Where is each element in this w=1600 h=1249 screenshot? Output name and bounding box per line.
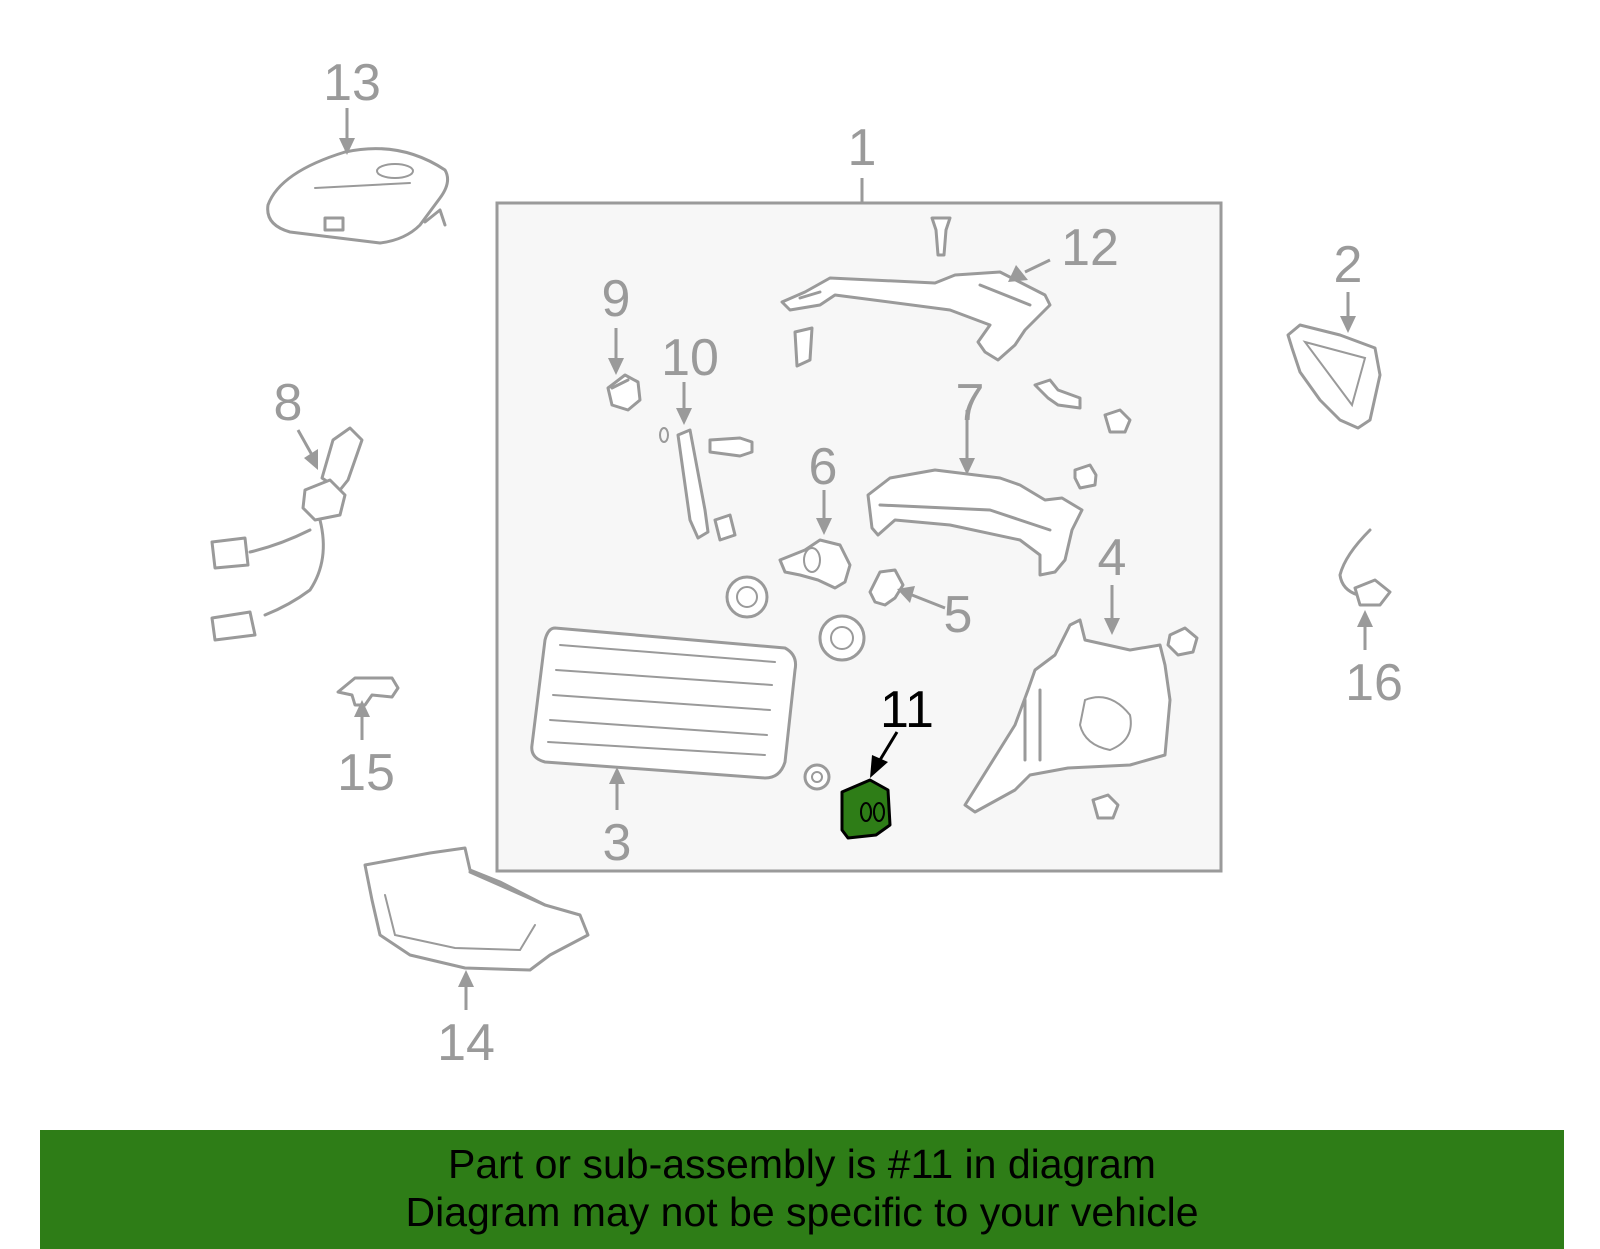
info-banner: Part or sub-assembly is #11 in diagram D… xyxy=(40,1130,1564,1249)
callout-14: 14 xyxy=(437,1014,495,1072)
part-8-harness xyxy=(210,426,364,642)
part-6-bulb xyxy=(778,538,852,590)
callout-9: 9 xyxy=(602,270,631,328)
part-12-bracket xyxy=(780,216,1052,368)
part-7-bracket xyxy=(866,468,1084,577)
callout-15: 15 xyxy=(337,744,395,802)
callout-10: 10 xyxy=(661,329,719,387)
fasteners-right xyxy=(1033,378,1199,820)
part-3-lens xyxy=(530,626,797,780)
part-13-cover xyxy=(266,147,450,245)
callout-4: 4 xyxy=(1098,529,1127,587)
callout-13: 13 xyxy=(323,54,381,112)
callout-5: 5 xyxy=(944,586,973,644)
banner-line-2: Diagram may not be specific to your vehi… xyxy=(405,1189,1199,1235)
part-11-socket-highlighted xyxy=(840,778,892,840)
grommets xyxy=(725,575,866,791)
callout-3: 3 xyxy=(603,814,632,872)
callout-8: 8 xyxy=(274,374,303,432)
callout-1: 1 xyxy=(848,119,877,177)
part-16-clip xyxy=(1338,528,1392,607)
callout-12: 12 xyxy=(1061,219,1119,277)
callout-6: 6 xyxy=(809,438,838,496)
part-9-nut xyxy=(606,373,642,412)
callout-11-highlighted: 11 xyxy=(880,681,934,739)
part-2-bracket xyxy=(1286,323,1382,430)
callout-2: 2 xyxy=(1334,236,1363,294)
part-15-clip xyxy=(336,676,400,707)
part-4-housing xyxy=(963,618,1172,814)
part-5-bulb xyxy=(868,568,905,607)
part-10-adjuster xyxy=(659,427,754,542)
callout-7: 7 xyxy=(956,374,985,432)
banner-line-1: Part or sub-assembly is #11 in diagram xyxy=(448,1141,1156,1187)
callout-16: 16 xyxy=(1345,654,1403,712)
part-14-bezel xyxy=(363,846,590,972)
